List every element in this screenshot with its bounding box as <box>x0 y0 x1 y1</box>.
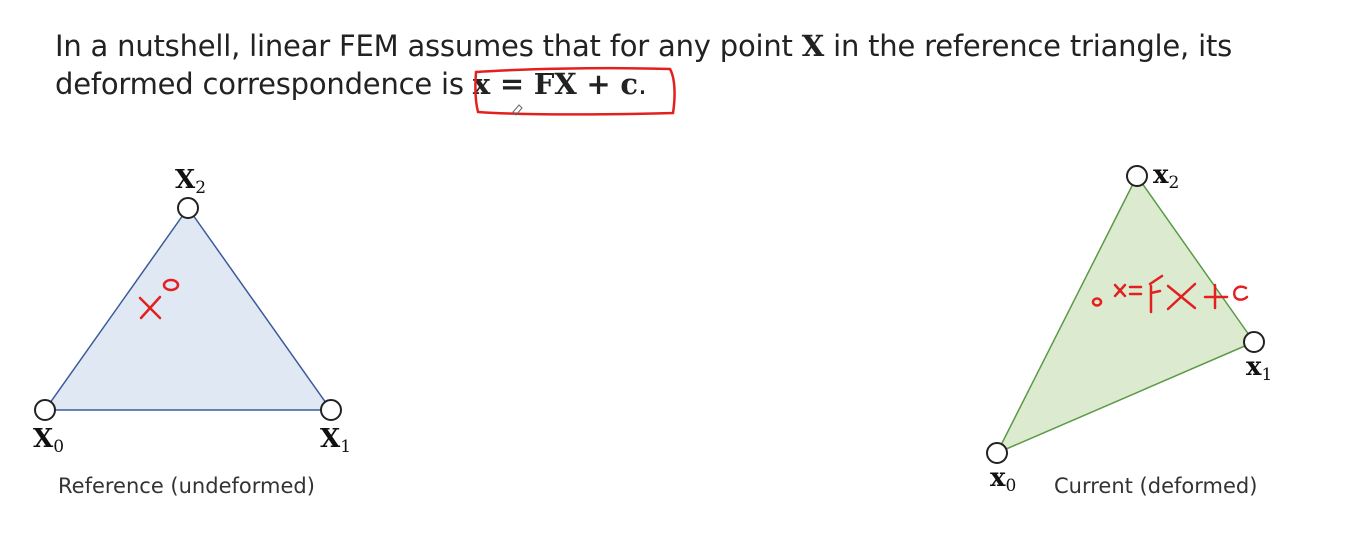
intro-line1-suffix: in the reference triangle, its <box>824 29 1233 63</box>
current-vertex-2-label: x2 <box>1153 160 1179 193</box>
current-vertex-2 <box>1126 165 1148 187</box>
reference-vertex-2 <box>177 197 199 219</box>
reference-vertex-0-label: X0 <box>33 424 64 457</box>
current-vertex-1 <box>1243 331 1265 353</box>
deformation-equation: x = FX + c <box>472 67 638 101</box>
intro-line2-prefix: deformed correspondence is <box>55 67 473 101</box>
intro-line-2: deformed correspondence is x = FX + c. <box>55 65 1232 103</box>
reference-vertex-2-label: X2 <box>175 165 206 198</box>
pen-cursor-icon <box>512 104 523 116</box>
intro-line-1: In a nutshell, linear FEM assumes that f… <box>55 27 1232 65</box>
intro-line2-suffix: . <box>637 67 647 101</box>
current-triangle <box>995 174 1256 455</box>
current-point-annotation <box>1091 274 1249 314</box>
reference-point-annotation <box>138 278 180 320</box>
current-vertex-0-label: x0 <box>990 463 1016 496</box>
current-caption: Current (deformed) <box>1054 474 1258 498</box>
reference-vertex-1-label: X1 <box>320 424 351 457</box>
intro-text: In a nutshell, linear FEM assumes that f… <box>55 27 1232 103</box>
reference-vertex-0 <box>34 399 56 421</box>
reference-triangle <box>43 206 333 411</box>
reference-caption: Reference (undeformed) <box>58 474 315 498</box>
current-vertex-0 <box>986 442 1008 464</box>
reference-vertex-1 <box>320 399 342 421</box>
current-vertex-1-label: x1 <box>1246 352 1272 385</box>
intro-line1-prefix: In a nutshell, linear FEM assumes that f… <box>55 29 802 63</box>
equation-highlight-box <box>474 66 676 116</box>
reference-point-symbol: X <box>801 29 825 63</box>
